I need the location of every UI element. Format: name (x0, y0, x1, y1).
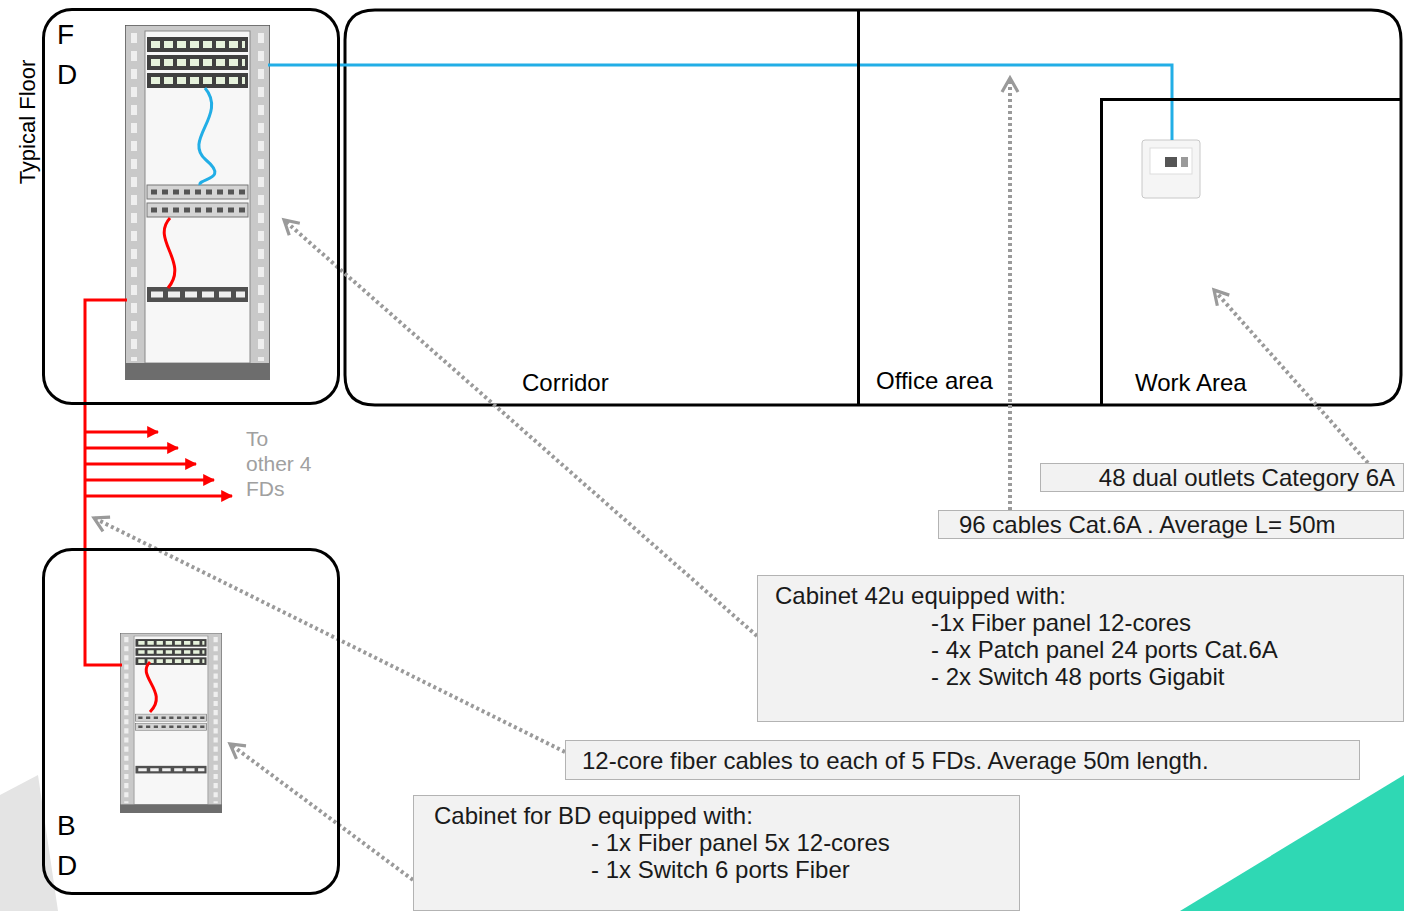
callout-text: 12-core fiber cables to each of 5 FDs. A… (582, 747, 1209, 774)
area-label: Office area (876, 367, 993, 395)
work-area: Work Area (1100, 98, 1402, 405)
outlet-plate (1142, 140, 1200, 198)
area-label: B D (57, 806, 79, 886)
callout-box: 48 dual outlets Category 6A (1040, 463, 1404, 492)
corridor-area: Corridor (345, 10, 857, 405)
floor-label: Typical Floor (15, 60, 41, 185)
callout-box: 96 cables Cat.6A . Average L= 50m (938, 510, 1404, 539)
leader-line (284, 220, 757, 636)
callout-text: 48 dual outlets Category 6A (1099, 464, 1395, 491)
accent-triangle (1180, 775, 1404, 911)
callout-box: Cabinet 42u equipped with:-1x Fiber pane… (757, 575, 1404, 722)
callout-box: Cabinet for BD equipped with:- 1x Fiber … (413, 795, 1020, 911)
annotation-text: To other 4 FDs (246, 426, 316, 501)
callout-box: 12-core fiber cables to each of 5 FDs. A… (565, 740, 1360, 780)
fiber-branch-arrow (86, 479, 214, 482)
fiber-branch-arrow (86, 463, 196, 466)
callout-text: -1x Fiber panel 12-cores (931, 609, 1191, 636)
outlet-socket (1181, 157, 1188, 167)
fiber-branch-arrow (86, 447, 178, 450)
fiber-branch-arrow (86, 495, 232, 498)
copper-cable (1171, 99, 1174, 140)
outlet-socket (1165, 157, 1177, 167)
callout-text: - 1x Fiber panel 5x 12-cores (591, 829, 890, 856)
leader-lines (94, 78, 1368, 880)
callout-text: Cabinet 42u equipped with: (775, 582, 1066, 609)
area-label: Corridor (522, 369, 609, 397)
fiber-cable (84, 405, 87, 548)
fd-rack (125, 25, 270, 380)
callout-text: 96 cables Cat.6A . Average L= 50m (959, 511, 1335, 538)
area-label: F D (57, 15, 79, 95)
background-shape (0, 775, 58, 911)
leader-line (94, 518, 565, 752)
building-distributor-box: B D (42, 548, 340, 895)
patch-cord (164, 218, 175, 288)
callout-text: Cabinet for BD equipped with: (434, 802, 753, 829)
office-area: Office area Work Area (857, 10, 1404, 405)
patch-cord (199, 88, 215, 185)
floor-outline (345, 10, 1401, 405)
fiber-cable (85, 300, 127, 405)
callout-text: - 4x Patch panel 24 ports Cat.6A (931, 636, 1278, 663)
leader-line (1214, 290, 1368, 463)
copper-cable (340, 65, 1172, 98)
fiber-cable (85, 218, 232, 712)
area-label: Work Area (1135, 369, 1247, 397)
patch-cord (146, 662, 156, 712)
copper-cable (268, 64, 340, 67)
fiber-cable (85, 548, 122, 665)
fiber-branch-arrow (86, 431, 158, 434)
bd-rack (120, 633, 222, 813)
callout-text: - 2x Switch 48 ports Gigabit (931, 663, 1224, 690)
outlet-face (1150, 148, 1192, 174)
copper-cable (199, 65, 1172, 185)
leader-line (1008, 78, 1012, 510)
floor-distributor-box: F D (42, 8, 340, 405)
callout-text: - 1x Switch 6 ports Fiber (591, 856, 850, 883)
leader-line (230, 744, 413, 880)
